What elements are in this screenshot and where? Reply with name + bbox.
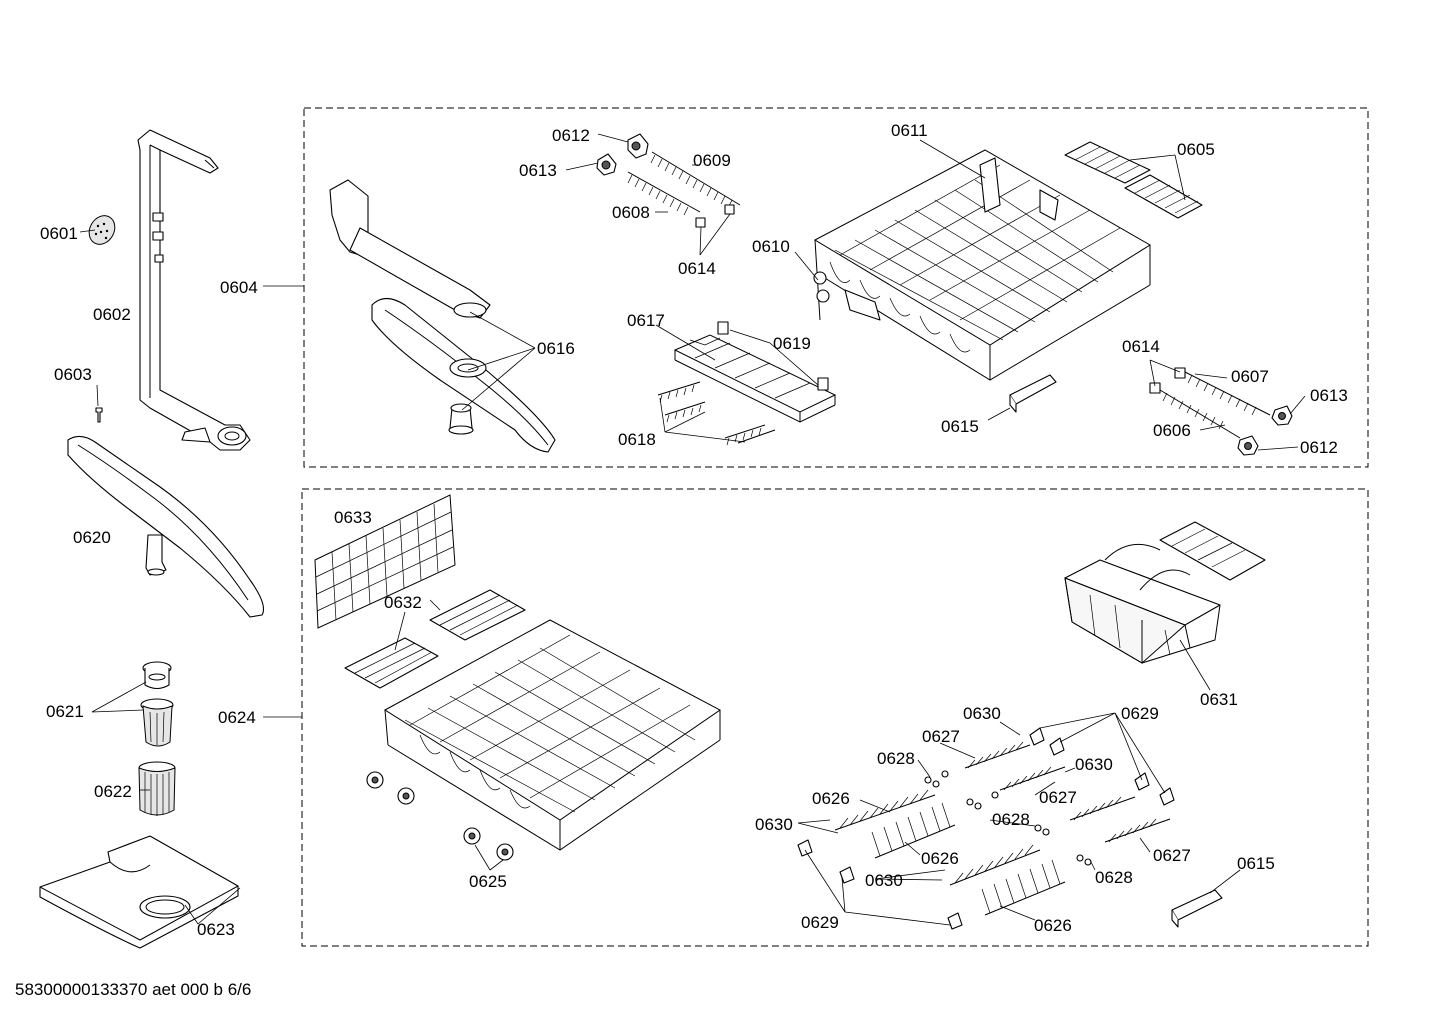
- lower-basket-group-box: [301, 488, 1369, 947]
- label-0606: 0606: [1153, 421, 1191, 440]
- label-0621: 0621: [46, 702, 84, 721]
- label-0632: 0632: [384, 593, 422, 612]
- leader-lines: [79, 133, 1306, 926]
- handle-upper-part: [1009, 374, 1057, 413]
- label-0618: 0618: [618, 430, 656, 449]
- label-0628-c: 0628: [1095, 868, 1133, 887]
- label-0626-a: 0626: [812, 789, 850, 808]
- upper-basket-part: [813, 149, 1151, 381]
- label-0601: 0601: [40, 224, 78, 243]
- label-0629-a: 0629: [1121, 704, 1159, 723]
- part-labels: 0601 0602 0603 0604 0605 0606 0607 0608 …: [40, 121, 1348, 939]
- label-0607: 0607: [1231, 367, 1269, 386]
- label-0603: 0603: [54, 365, 92, 384]
- label-0616: 0616: [537, 339, 575, 358]
- fine-filter-part: [138, 761, 176, 816]
- lower-spray-arm-part: [67, 435, 265, 618]
- holder-part: [797, 727, 1175, 930]
- label-0608: 0608: [612, 203, 650, 222]
- label-0614-top: 0614: [678, 259, 716, 278]
- label-0624: 0624: [218, 708, 256, 727]
- label-0609: 0609: [693, 151, 731, 170]
- supply-pipe-part: [137, 129, 251, 451]
- label-0619: 0619: [773, 334, 811, 353]
- label-0627-b: 0627: [1039, 788, 1077, 807]
- label-0627-c: 0627: [1153, 846, 1191, 865]
- cutlery-tray-part: [673, 321, 837, 423]
- label-0615-upper: 0615: [941, 417, 979, 436]
- filter-plate-part: [39, 835, 239, 949]
- label-0628-a: 0628: [877, 749, 915, 768]
- label-0630-a: 0630: [963, 704, 1001, 723]
- label-0613-top: 0613: [519, 161, 557, 180]
- label-0612-top: 0612: [552, 126, 590, 145]
- cutlery-basket-part: [1064, 521, 1266, 664]
- tine-rack-upper-part: [1064, 141, 1203, 219]
- label-0612-right: 0612: [1300, 438, 1338, 457]
- label-0627-a: 0627: [922, 727, 960, 746]
- label-0611: 0611: [891, 121, 928, 140]
- label-0631: 0631: [1200, 690, 1238, 709]
- label-0630-d: 0630: [865, 871, 903, 890]
- screw-part: [95, 407, 103, 423]
- lower-basket-part: [384, 619, 721, 851]
- label-0625: 0625: [469, 872, 507, 891]
- handle-lower-part: [1171, 889, 1223, 928]
- rail-top-part: [627, 151, 741, 228]
- label-0626-c: 0626: [1034, 916, 1072, 935]
- spray-nozzle-part: [88, 215, 116, 245]
- grid-insert-part: [314, 494, 456, 629]
- label-0605: 0605: [1177, 140, 1215, 159]
- clip-part: [924, 770, 1092, 866]
- upper-spray-arm-part: [329, 179, 556, 453]
- roller-top-part: [596, 133, 649, 176]
- folding-tines-part: [834, 741, 1171, 916]
- label-0630-c: 0630: [755, 815, 793, 834]
- label-0633: 0633: [334, 508, 372, 527]
- label-0629-b: 0629: [801, 913, 839, 932]
- label-0626-b: 0626: [921, 849, 959, 868]
- label-0614-right: 0614: [1122, 337, 1160, 356]
- label-0623: 0623: [197, 920, 235, 939]
- label-0620: 0620: [73, 528, 111, 547]
- label-0602: 0602: [93, 305, 131, 324]
- label-0617: 0617: [627, 311, 665, 330]
- label-0615-lower: 0615: [1237, 854, 1275, 873]
- micro-filter-part: [140, 661, 174, 747]
- tine-strip-part: [657, 381, 776, 446]
- tine-rack-lower-part: [344, 589, 526, 689]
- document-code: 58300000133370 aet 000 b 6/6: [15, 980, 252, 999]
- label-0604: 0604: [220, 278, 258, 297]
- label-0613-right: 0613: [1310, 386, 1348, 405]
- rail-right-part: [1149, 367, 1293, 456]
- wheel-part: [366, 771, 514, 861]
- label-0610: 0610: [752, 237, 790, 256]
- label-0628-b: 0628: [992, 810, 1030, 829]
- label-0630-b: 0630: [1075, 755, 1113, 774]
- upper-basket-group-box: [303, 107, 1369, 468]
- label-0622: 0622: [94, 782, 132, 801]
